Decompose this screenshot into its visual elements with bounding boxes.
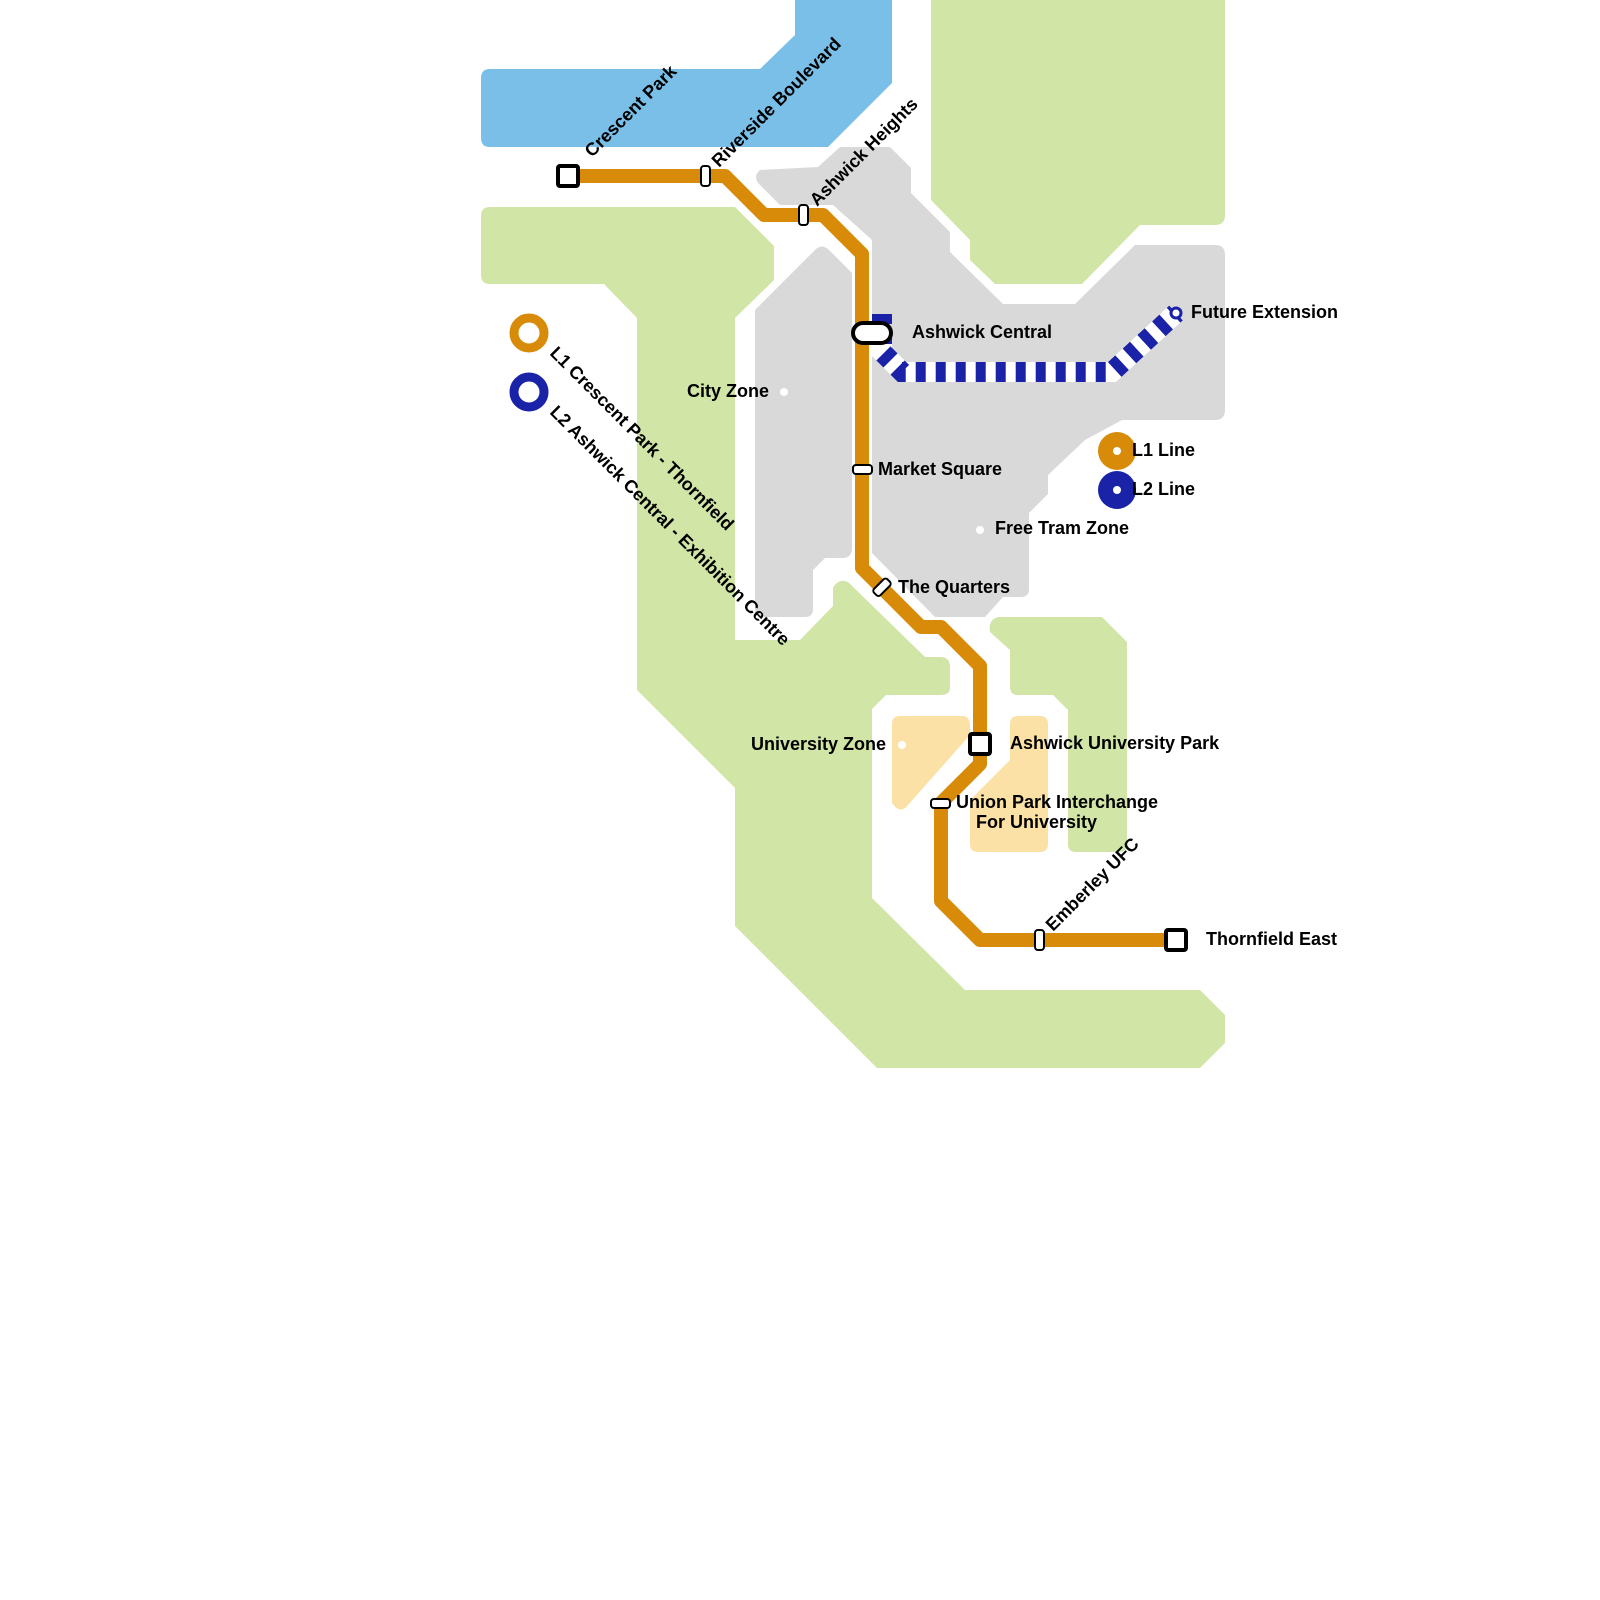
park-area-main (481, 207, 1225, 1068)
legend-l1-dot (1113, 447, 1121, 455)
label-thornfield-east: Thornfield East (1206, 929, 1337, 949)
zone-marker-city (780, 388, 788, 396)
station-market-square[interactable] (852, 464, 873, 475)
l1-route-icon (509, 313, 549, 353)
label-union-park-line1: Union Park Interchange (956, 792, 1158, 812)
park-area-east (989, 617, 1127, 852)
l2-route-icon (509, 372, 549, 412)
station-ashwick-university-park[interactable] (968, 732, 992, 756)
legend-l2-dot (1113, 486, 1121, 494)
legend-l2-label: L2 Line (1132, 479, 1195, 499)
urban-area-city (755, 246, 852, 617)
station-emberley-ufc[interactable] (1034, 929, 1045, 951)
station-union-park[interactable] (930, 798, 951, 809)
label-the-quarters: The Quarters (898, 577, 1010, 597)
label-free-tram-zone: Free Tram Zone (995, 518, 1129, 538)
label-ashwick-central: Ashwick Central (912, 322, 1052, 342)
station-ashwick-heights[interactable] (798, 204, 809, 226)
label-union-park-line2: For University (976, 812, 1097, 832)
label-ashwick-university-park: Ashwick University Park (1010, 733, 1220, 753)
zone-marker-university (898, 741, 906, 749)
label-university-zone: University Zone (751, 734, 886, 754)
water-area (481, 0, 892, 147)
l1-line (568, 169, 1176, 947)
label-market-square: Market Square (878, 459, 1002, 479)
zone-marker-free-tram (976, 526, 984, 534)
campus-area-east (970, 716, 1048, 852)
station-future-extension[interactable] (1169, 306, 1183, 320)
campus-area-west (892, 716, 970, 810)
legend-l1-label: L1 Line (1132, 440, 1195, 460)
station-riverside-boulevard[interactable] (700, 165, 711, 187)
station-the-quarters[interactable] (872, 577, 892, 597)
park-area-northeast (931, 0, 1225, 284)
station-thornfield-east[interactable] (1164, 928, 1188, 952)
station-crescent-park[interactable] (556, 164, 580, 188)
station-ashwick-central[interactable] (851, 321, 893, 345)
label-future-extension: Future Extension (1191, 302, 1338, 322)
label-city-zone: City Zone (687, 381, 769, 401)
